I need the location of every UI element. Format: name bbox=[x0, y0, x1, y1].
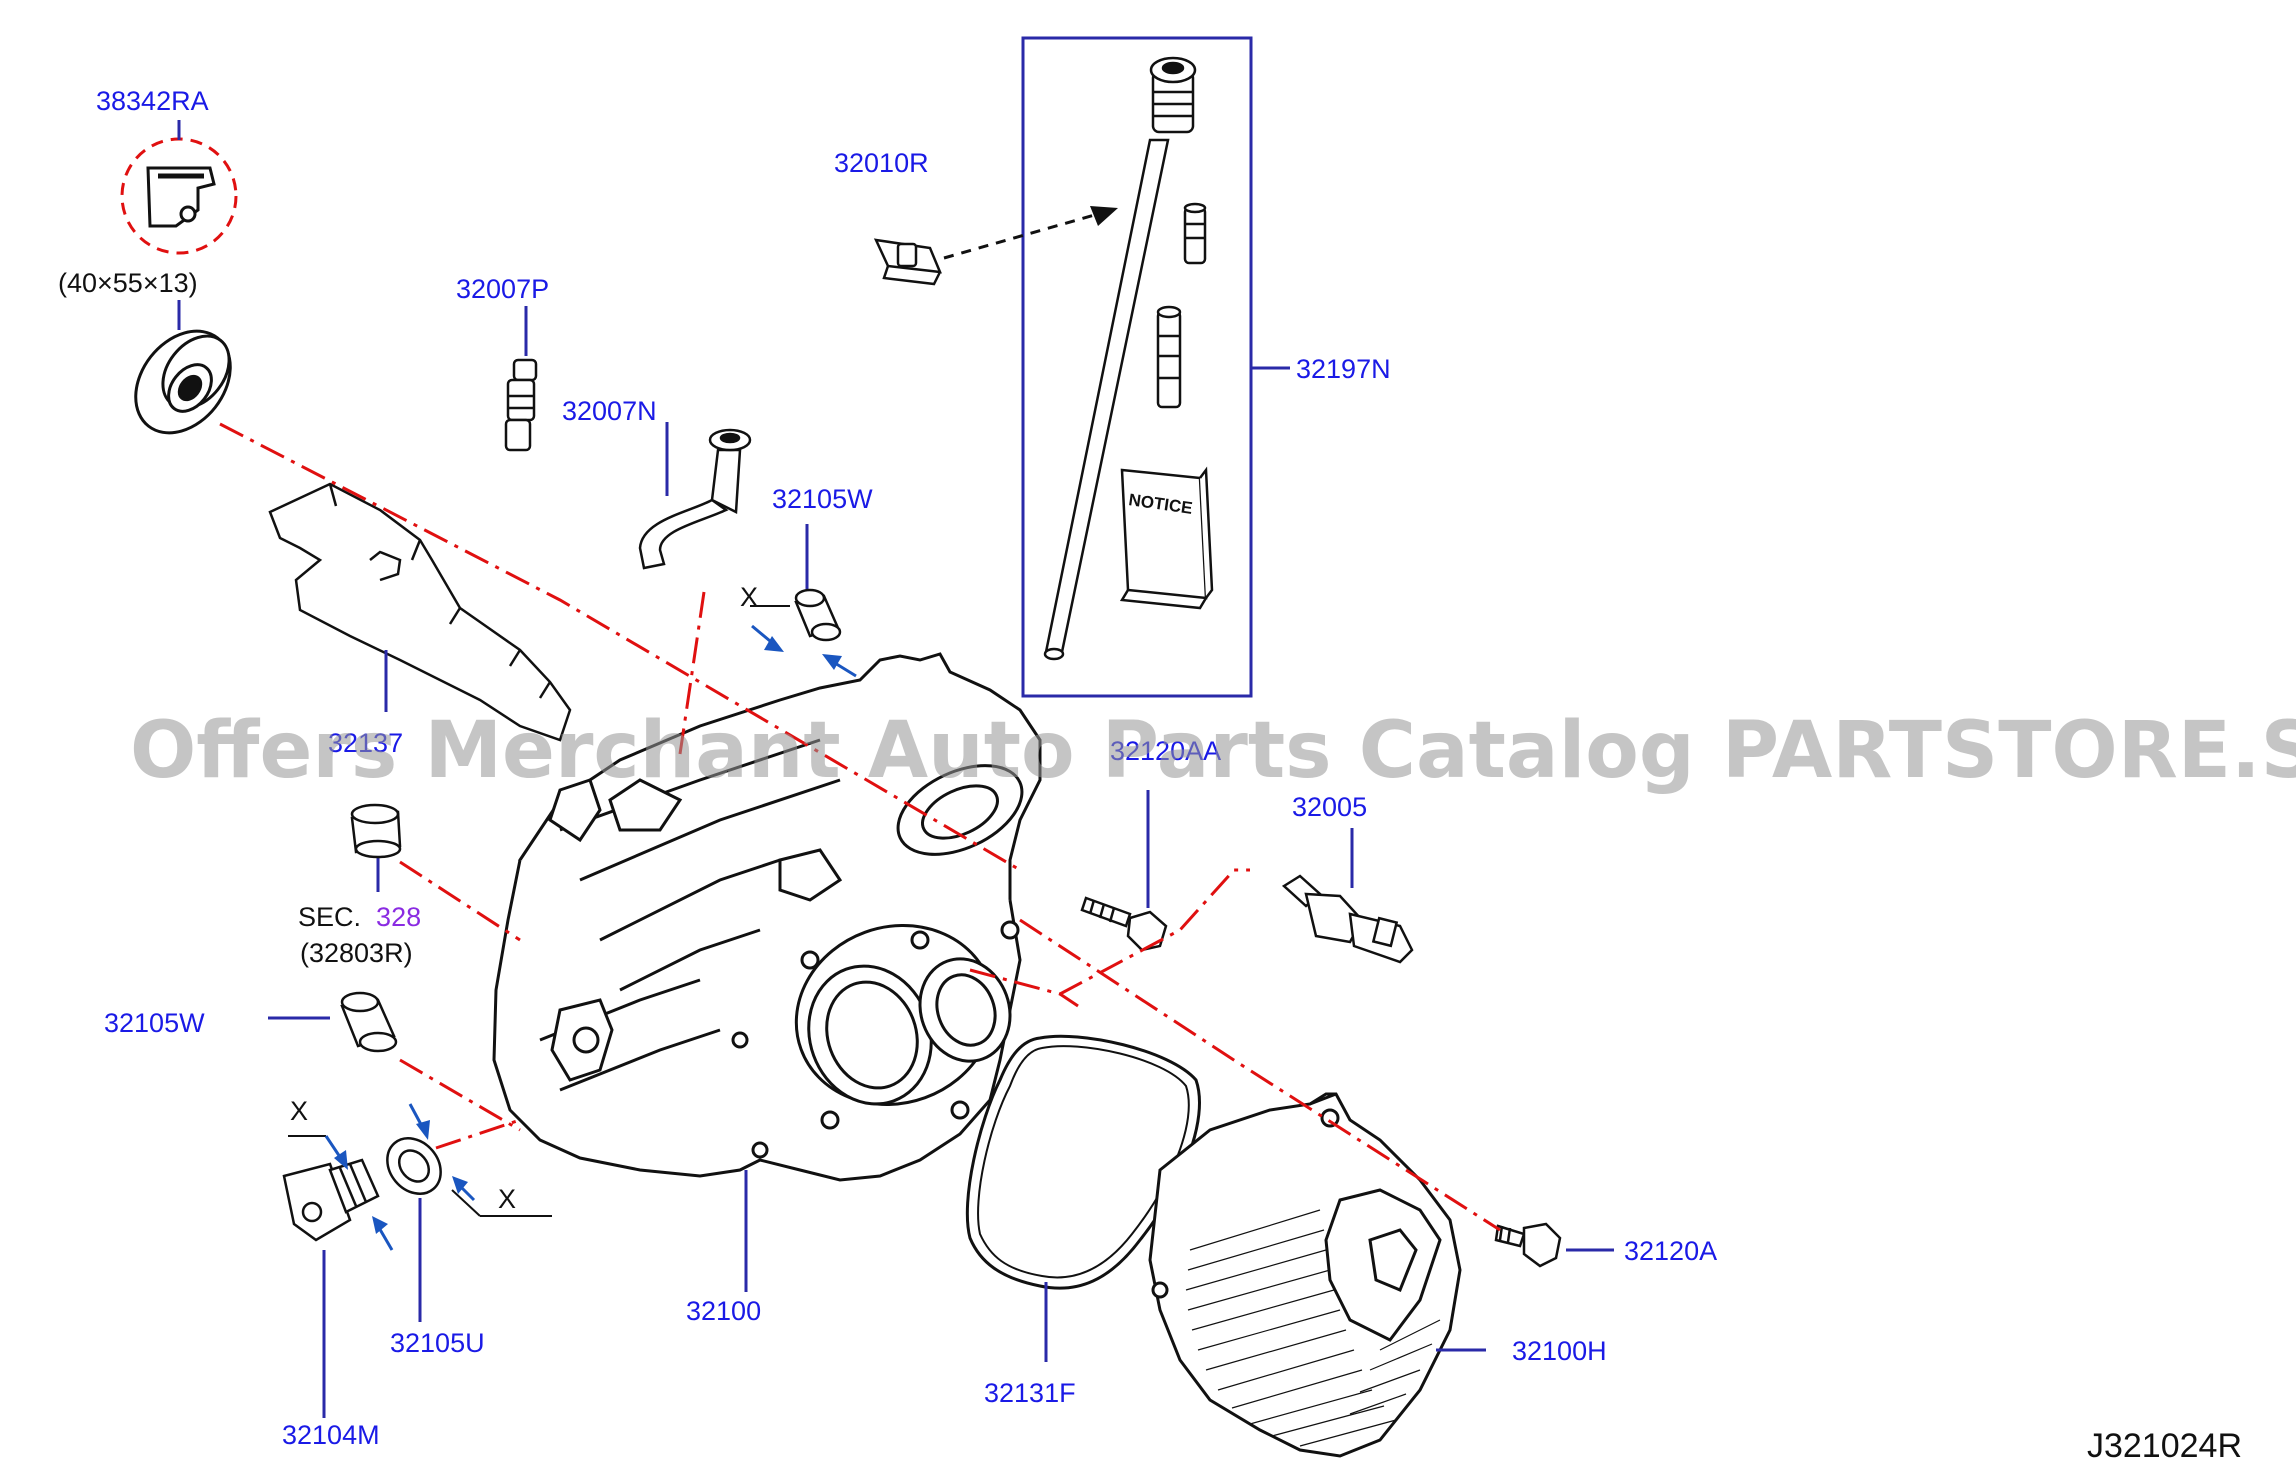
kit-fitting-upper[interactable] bbox=[1183, 202, 1207, 265]
transfer-case-housing[interactable] bbox=[492, 652, 1042, 1182]
sensor-32005[interactable] bbox=[1281, 874, 1414, 964]
part-label-32100[interactable]: 32100 bbox=[686, 1296, 762, 1326]
connector-32007P[interactable] bbox=[504, 358, 538, 452]
part-label-32137[interactable]: 32137 bbox=[328, 728, 404, 758]
clip-arrow-head bbox=[1090, 206, 1118, 226]
cover-ribs bbox=[1185, 1209, 1441, 1447]
part-label-32105U[interactable]: 32105U bbox=[390, 1328, 485, 1358]
clip-32010R[interactable] bbox=[873, 238, 942, 286]
section-prefix: SEC. bbox=[298, 902, 362, 932]
oil-seal-ring[interactable] bbox=[116, 313, 250, 452]
dimension-x-right: X bbox=[498, 1184, 517, 1214]
alignment-leaders bbox=[219, 422, 1501, 1232]
dimension-x-left: X bbox=[290, 1096, 309, 1126]
part-label-32100H[interactable]: 32100H bbox=[1512, 1336, 1607, 1366]
tube-32007N[interactable] bbox=[638, 428, 752, 570]
dipstick-tube[interactable] bbox=[1043, 56, 1197, 661]
part-label-32105W-left[interactable]: 32105W bbox=[104, 1008, 205, 1038]
oil-seal-section[interactable] bbox=[146, 166, 216, 228]
part-label-32131F[interactable]: 32131F bbox=[984, 1378, 1076, 1408]
collar-32105W-left[interactable] bbox=[340, 991, 398, 1053]
section-link-328[interactable]: 328 bbox=[376, 902, 422, 932]
bolt-32120A[interactable] bbox=[1494, 1222, 1562, 1268]
section-part-number: (32803R) bbox=[300, 938, 413, 968]
clip-arrow-line bbox=[943, 212, 1099, 260]
part-label-32120AA[interactable]: 32120AA bbox=[1110, 736, 1222, 766]
part-label-38342RA[interactable]: 38342RA bbox=[96, 86, 209, 116]
collar-32105W-top[interactable] bbox=[794, 588, 842, 642]
part-label-32197N[interactable]: 32197N bbox=[1296, 354, 1391, 384]
dimension-x-top: X bbox=[740, 582, 759, 612]
part-label-32120A[interactable]: 32120A bbox=[1624, 1236, 1718, 1266]
rear-cover-32100H[interactable] bbox=[1148, 1092, 1462, 1458]
bracket-32137[interactable] bbox=[268, 482, 572, 742]
part-label-32105W-top[interactable]: 32105W bbox=[772, 484, 873, 514]
plug-32104M[interactable] bbox=[282, 1158, 380, 1242]
diagram-code: J321024R bbox=[2086, 1427, 2242, 1465]
part-label-32010R[interactable]: 32010R bbox=[834, 148, 929, 178]
bolt-32120AA[interactable] bbox=[1080, 896, 1168, 952]
seal-size-label: (40×55×13) bbox=[58, 268, 198, 298]
part-label-32005[interactable]: 32005 bbox=[1292, 792, 1368, 822]
part-label-32007N[interactable]: 32007N bbox=[562, 396, 657, 426]
part-label-32007P[interactable]: 32007P bbox=[456, 274, 550, 304]
section-reference: SEC. 328 bbox=[298, 904, 421, 931]
collar-32803R[interactable] bbox=[350, 803, 402, 859]
gasket-32131F[interactable] bbox=[965, 1034, 1201, 1290]
washer-32105U[interactable] bbox=[376, 1128, 451, 1205]
notice-booklet bbox=[1119, 466, 1214, 610]
kit-fitting-lower[interactable] bbox=[1156, 305, 1182, 409]
part-label-32104M[interactable]: 32104M bbox=[282, 1420, 380, 1450]
